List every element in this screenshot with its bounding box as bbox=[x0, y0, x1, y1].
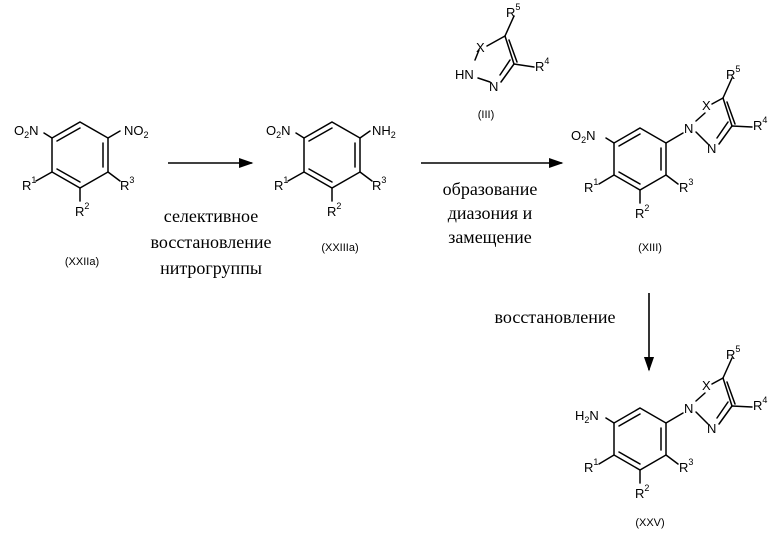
compound-label: (III) bbox=[478, 109, 495, 121]
compound-label: (XXV) bbox=[635, 517, 664, 529]
x-atom: X bbox=[476, 40, 485, 55]
compound-label: (XXIIa) bbox=[65, 256, 99, 268]
benzene-ring bbox=[304, 122, 360, 188]
r1-label: R1 bbox=[274, 175, 288, 193]
compound-label: (XIII) bbox=[638, 242, 662, 254]
x-atom: X bbox=[702, 378, 711, 393]
r1-label: R1 bbox=[584, 177, 598, 195]
r3-label: R3 bbox=[679, 177, 693, 195]
compound-xxiiia: O2N NH2 R1 R2 R3 (XXIIIa) bbox=[266, 122, 396, 254]
compound-label: (XXIIIa) bbox=[321, 242, 358, 254]
r2-label: R2 bbox=[75, 201, 89, 219]
r1-label: R1 bbox=[584, 457, 598, 475]
amino-group: NH2 bbox=[372, 123, 396, 140]
nitro-group-left: O2N bbox=[14, 123, 39, 140]
r3-label: R3 bbox=[372, 175, 386, 193]
r4-label: R4 bbox=[753, 115, 767, 133]
condition-line: диазония и bbox=[448, 203, 533, 223]
n2-atom: N bbox=[707, 421, 716, 436]
n-atom: N bbox=[489, 79, 498, 94]
benzene-ring bbox=[614, 408, 666, 470]
r2-label: R2 bbox=[635, 203, 649, 221]
benzene-ring bbox=[52, 122, 108, 188]
r2-label: R2 bbox=[327, 201, 341, 219]
compound-xxv: H2N N X N R5 R4 R1 R2 R3 (XXV) bbox=[575, 344, 767, 529]
r4-label: R4 bbox=[535, 56, 549, 74]
r2-label: R2 bbox=[635, 483, 649, 501]
nitro-group: O2N bbox=[571, 128, 596, 145]
condition-line: восстановление bbox=[495, 307, 616, 327]
nitro-group-right: NO2 bbox=[124, 123, 149, 140]
benzene-ring bbox=[614, 128, 666, 190]
n1-atom: N bbox=[684, 401, 693, 416]
arrow-step2: образование диазония и замещение bbox=[421, 163, 562, 247]
arrow-step1: селективное восстановление нитрогруппы bbox=[151, 163, 272, 278]
compound-xxiia: O2N NO2 R1 R2 R3 (XXIIa) bbox=[14, 122, 149, 268]
arrow-step3: восстановление bbox=[495, 293, 650, 370]
condition-line: селективное bbox=[164, 206, 259, 226]
amino-group: H2N bbox=[575, 408, 599, 425]
r5-label: R5 bbox=[726, 64, 740, 82]
x-atom: X bbox=[702, 98, 711, 113]
compound-xiii: O2N N X N R5 R4 R1 R2 R3 (XIII) bbox=[571, 64, 767, 254]
r3-label: R3 bbox=[120, 175, 134, 193]
r5-label: R5 bbox=[506, 2, 520, 20]
n1-atom: N bbox=[684, 121, 693, 136]
condition-line: восстановление bbox=[151, 232, 272, 252]
r3-label: R3 bbox=[679, 457, 693, 475]
r5-label: R5 bbox=[726, 344, 740, 362]
reagent-iii: X HN N R5 R4 (III) bbox=[455, 2, 549, 121]
condition-line: замещение bbox=[448, 227, 532, 247]
r4-label: R4 bbox=[753, 395, 767, 413]
nitro-group: O2N bbox=[266, 123, 291, 140]
condition-line: нитрогруппы bbox=[160, 258, 262, 278]
n2-atom: N bbox=[707, 141, 716, 156]
hn-atom: HN bbox=[455, 67, 474, 82]
r1-label: R1 bbox=[22, 175, 36, 193]
condition-line: образование bbox=[443, 179, 538, 199]
